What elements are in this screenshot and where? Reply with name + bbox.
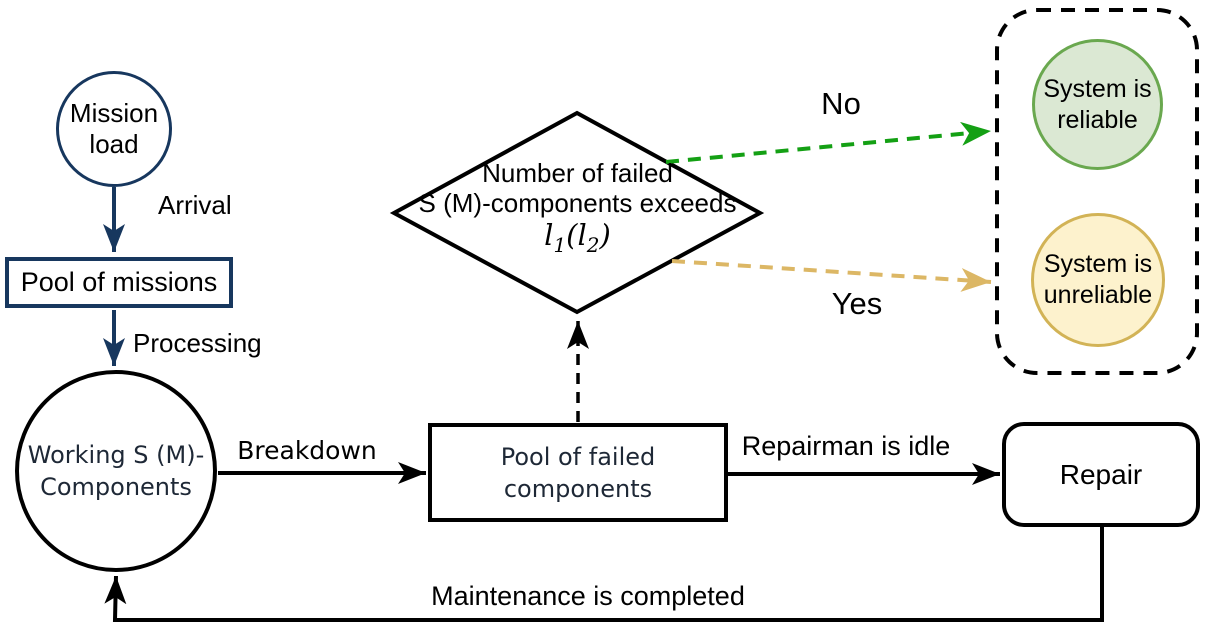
system-unreliable-label-line2: unreliable [1043, 281, 1153, 309]
system-reliable-label-line1: System is [1043, 74, 1152, 103]
yes-branch-arrow [671, 259, 992, 293]
formula-sub-1: 1 [553, 232, 567, 257]
formula-sub-2: 2 [586, 232, 600, 257]
repair-node: Repair [1002, 422, 1200, 527]
maintenance-completed-arrow [104, 527, 1104, 622]
formula-paren-open: ( [566, 218, 578, 252]
system-unreliable-label-line1: System is [1043, 250, 1153, 278]
mission-load-node: Mission load [56, 71, 172, 187]
pool-of-failed-label-line2: components [503, 474, 653, 503]
system-reliable-node: System is reliable [1032, 39, 1163, 170]
pool-of-missions-node: Pool of missions [5, 257, 233, 308]
mission-load-label-line1: Mission [69, 98, 159, 128]
repairman-idle-edge-label: Repairman is idle [741, 431, 951, 461]
decision-label-line1: Number of failed [482, 158, 673, 188]
working-components-node: Working S (M)- Components [15, 370, 217, 572]
system-reliable-label-line2: reliable [1057, 105, 1138, 134]
mission-load-label-line2: load [89, 129, 139, 159]
yes-branch-label: Yes [831, 286, 883, 321]
working-components-label-line2: Components [40, 473, 192, 501]
decision-label-line2: S (M)-components exceeds [418, 188, 737, 218]
working-components-label-line1: Working S (M)- [27, 441, 205, 469]
formula-paren-close: ) [599, 218, 611, 252]
arrival-edge-label: Arrival [158, 190, 232, 220]
outcome-group-container [995, 8, 1199, 375]
pool-of-missions-label: Pool of missions [20, 267, 218, 297]
processing-edge-label: Processing [133, 328, 262, 358]
decision-threshold-formula: l1(l2) [392, 218, 763, 262]
no-branch-label: No [821, 86, 861, 121]
formula-var-l2: l [577, 218, 587, 252]
repair-label: Repair [1059, 458, 1143, 490]
maintenance-completed-edge-label: Maintenance is completed [431, 581, 745, 611]
formula-var-l1: l [544, 218, 554, 252]
pool-of-failed-label-line1: Pool of failed [500, 442, 656, 471]
decision-label: Number of failed S (M)-components exceed… [392, 158, 763, 262]
decision-diamond [389, 110, 765, 315]
no-branch-arrow [665, 121, 992, 164]
pool-of-failed-node: Pool of failed components [428, 423, 728, 522]
breakdown-edge-label: Breakdown [237, 436, 377, 465]
system-unreliable-node: System is unreliable [1031, 213, 1165, 347]
